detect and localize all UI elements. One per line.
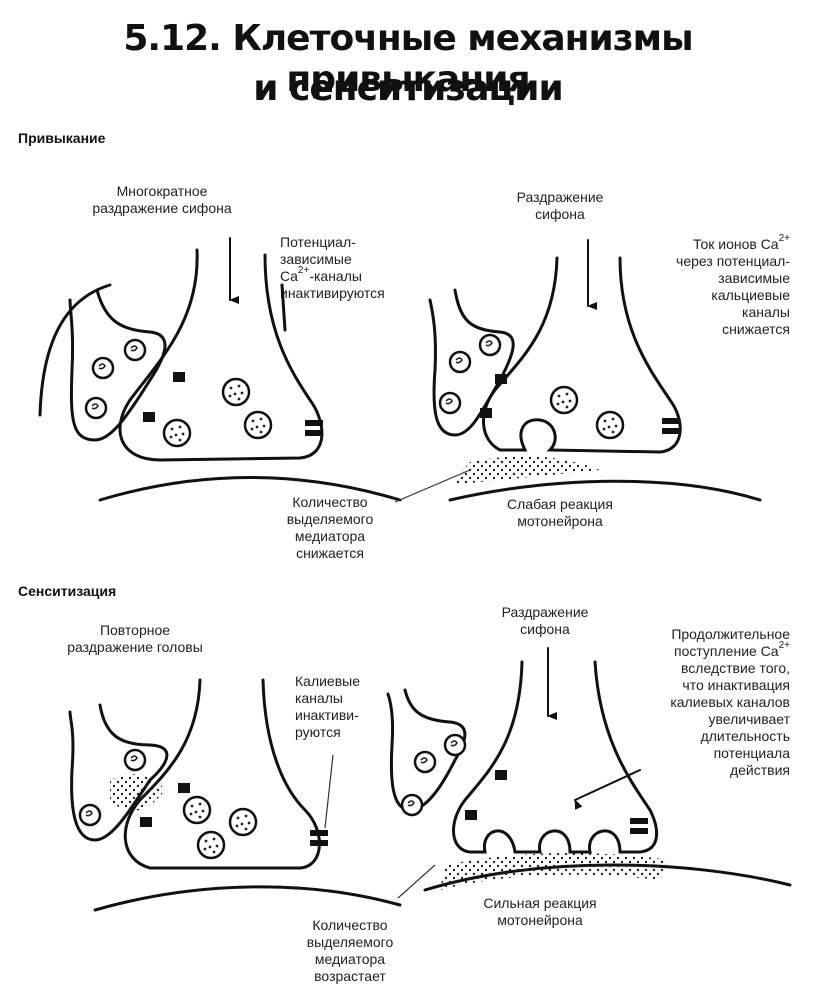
vesicle [221,377,251,407]
channel-label-part1: Потенциал- зависимые [280,234,356,267]
vesicle [549,385,579,415]
current-label-part1: Ток ионов Ca [692,236,779,252]
current-label-part2: через потенциал- зависимые кальциевые ка… [676,253,790,337]
sensitization-left-stimulus-label: Повторное раздражение головы [67,622,203,655]
channel-label-part2: -каналы инактивируются [280,268,385,301]
vesicle [84,396,108,420]
vesicle [413,750,437,774]
figure-title-line-1: 5.12. Клеточные механизмы привыкания [123,18,693,100]
habituation-ca-channel-label: Потенциал- зависимые Ca2+-каналы инактив… [280,234,385,302]
ca-influx-label: Продолжительное поступление Ca2+ вследст… [610,626,790,779]
vesicle [400,793,424,817]
vesicle [182,795,212,825]
mediator-cloud-weak [450,456,600,485]
facilitation-cloud [110,774,165,811]
vesicle [228,807,258,837]
figure-title-line-2: и сенситизации [253,68,563,109]
vesicle [443,733,467,757]
vesicle [243,410,273,440]
habituation-ca-current-label: Ток ионов Ca2+ через потенциал- зависимы… [640,233,790,338]
habituation-right-stimulus-label: Раздражение сифона [516,189,604,222]
sensitization-mediator-label: Количество выделяемого медиатора возраст… [306,917,394,984]
channel-block [173,372,185,382]
mediator-cloud-strong [440,853,670,890]
potassium-channel-label: Калиевые каналы инактиви- руются [295,673,361,740]
habituation-left-synapse [38,237,402,502]
sensitization-right-stimulus-label: Раздражение сифона [501,604,589,637]
current-label-charge: 2+ [778,233,790,245]
sensitization-heading: Сенситизация [18,583,117,599]
sensitization-left-synapse [68,678,402,912]
vesicle [478,333,502,357]
vesicle [438,391,462,415]
vesicle [123,338,147,362]
strong-response-label: Сильная реакция мотонейрона [483,895,597,928]
channel-label-charge: 2+ [297,265,310,277]
weak-response-label: Слабая реакция мотонейрона [507,496,613,529]
vesicle [448,350,472,374]
influx-label-part3: вследствие того, что инактивация калиевы… [670,660,790,778]
influx-label-charge: 2+ [778,640,790,652]
habituation-left-stimulus-label: Многократное раздражение сифона [92,183,232,216]
vesicle [78,803,102,827]
vesicle [91,356,115,380]
vesicle [162,418,192,448]
vesicle [196,830,226,860]
channel-label-ion: Ca [280,268,298,284]
vesicle [123,748,147,772]
habituation-heading: Привыкание [18,130,106,146]
habituation-mediator-label: Количество выделяемого медиатора снижает… [286,494,374,561]
influx-label-part1: Продолжительное [671,626,790,642]
vesicle [595,410,625,440]
influx-label-part2: поступление Ca [673,643,779,659]
